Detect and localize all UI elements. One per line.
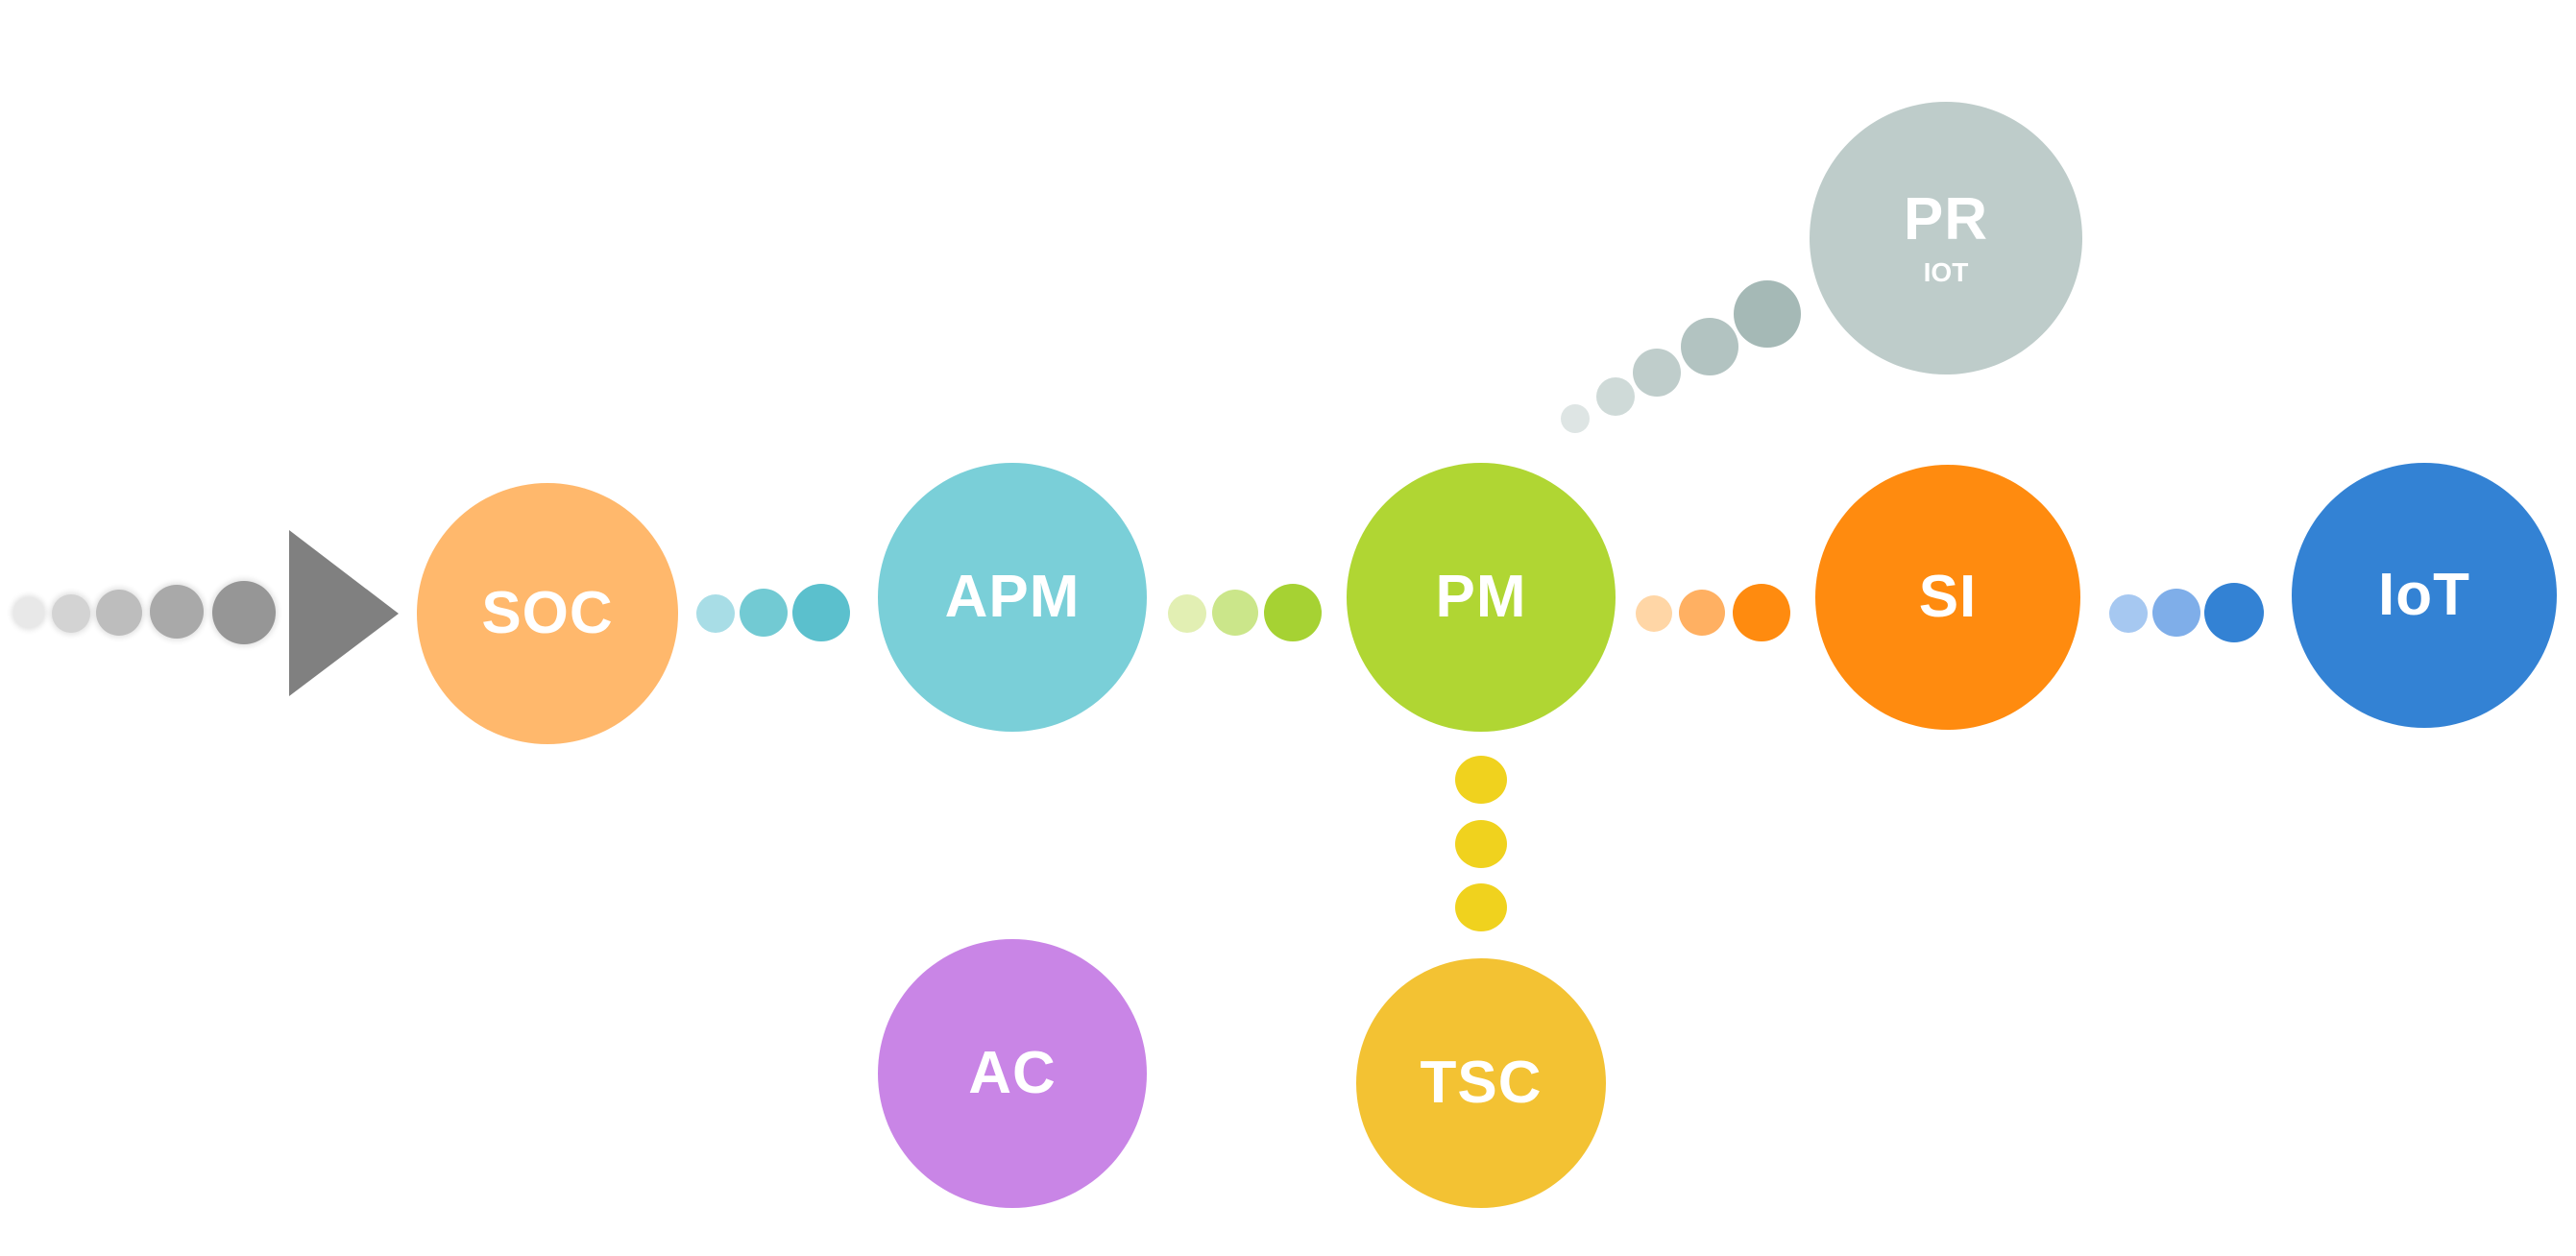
entry-dot-2: [52, 594, 90, 633]
soc-apm-dot-3: [792, 584, 850, 641]
node-soc-label: SOC: [481, 580, 614, 646]
pm-pr-dot-5: [1734, 280, 1801, 348]
node-si: SI: [1815, 465, 2080, 730]
node-pr-label: PR: [1903, 186, 1989, 253]
soc-apm-dot-1: [696, 594, 735, 633]
entry-dot-3: [96, 590, 142, 636]
node-iot: IoT: [2292, 463, 2557, 728]
si-iot-dot-1: [2109, 594, 2148, 633]
entry-arrow-triangle: [289, 530, 399, 696]
apm-pm-dot-3: [1264, 584, 1322, 641]
node-pr: PR IOT: [1810, 102, 2082, 374]
entry-dot-5: [212, 581, 276, 644]
entry-dot-1: [13, 597, 44, 628]
apm-pm-dot-2: [1212, 590, 1258, 636]
node-si-label: SI: [1918, 564, 1978, 630]
apm-pm-dot-1: [1168, 594, 1206, 633]
si-iot-dot-2: [2152, 589, 2200, 637]
pm-si-dot-2: [1679, 590, 1725, 636]
soc-apm-dot-2: [740, 589, 788, 637]
node-ac: AC: [878, 939, 1147, 1208]
si-iot-dot-3: [2204, 583, 2264, 642]
node-apm: APM: [878, 463, 1147, 732]
node-apm-label: APM: [944, 564, 1081, 630]
pm-pr-dot-4: [1681, 318, 1738, 375]
pm-si-dot-1: [1636, 595, 1672, 632]
node-iot-label: IoT: [2378, 562, 2470, 628]
node-tsc-label: TSC: [1420, 1050, 1543, 1116]
node-pm: PM: [1347, 463, 1616, 732]
pm-pr-dot-2: [1596, 377, 1635, 416]
node-soc: SOC: [417, 483, 678, 744]
node-pr-sublabel: IOT: [1923, 257, 1969, 287]
pm-tsc-dot-3: [1455, 883, 1507, 931]
pm-tsc-dot-1: [1455, 756, 1507, 804]
pm-pr-dot-3: [1633, 349, 1681, 397]
pm-pr-dot-1: [1561, 404, 1590, 433]
node-pm-label: PM: [1435, 564, 1527, 630]
entry-dot-4: [150, 585, 204, 639]
pm-si-dot-3: [1733, 584, 1790, 641]
node-tsc: TSC: [1356, 958, 1606, 1208]
node-ac-label: AC: [968, 1040, 1057, 1106]
pm-tsc-dot-2: [1455, 820, 1507, 868]
